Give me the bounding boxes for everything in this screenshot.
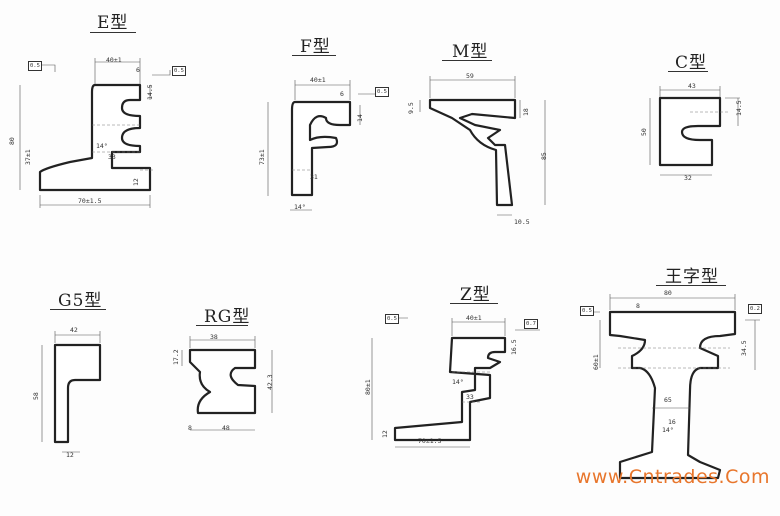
dim-i-8: 8 bbox=[636, 302, 640, 310]
dim-f-14: 14 bbox=[356, 114, 364, 122]
dim-i-14: 14° bbox=[662, 426, 674, 434]
dim-f-73: 73±1 bbox=[258, 149, 266, 165]
dim-e-14: 14° bbox=[96, 142, 108, 150]
tol-box-i-2: 0.2 bbox=[748, 304, 762, 314]
dim-rg-17: 17.2 bbox=[172, 349, 180, 365]
dim-c-50: 50 bbox=[640, 128, 648, 136]
dim-m-9: 9.5 bbox=[407, 102, 415, 114]
title-i: 王字型 bbox=[665, 267, 719, 287]
title-e: E型 bbox=[97, 13, 129, 33]
dim-m-10-5: 10.5 bbox=[514, 218, 530, 226]
dim-c-14-5: 14.5 bbox=[735, 100, 743, 116]
dim-i-80: 80 bbox=[664, 289, 672, 297]
dim-z-14: 14° bbox=[452, 378, 464, 386]
dim-e-base: 70±1.5 bbox=[78, 197, 102, 205]
dim-g5-12: 12 bbox=[66, 451, 74, 459]
dim-i-34: 34.5 bbox=[740, 340, 748, 356]
profile-m bbox=[419, 76, 546, 216]
tol-box-e-1: 0.5 bbox=[28, 61, 42, 71]
dim-m-59: 59 bbox=[466, 72, 474, 80]
dim-rg-48: 48 bbox=[222, 424, 230, 432]
dim-m-18: 18 bbox=[522, 108, 530, 116]
title-f: F型 bbox=[300, 37, 331, 57]
dim-e-12: 12 bbox=[132, 178, 140, 186]
dim-z-12: 12 bbox=[381, 430, 389, 438]
watermark: www.Cntrades.Com bbox=[575, 466, 770, 488]
title-e-underline bbox=[90, 32, 136, 33]
title-z: Z型 bbox=[460, 285, 491, 305]
dim-f-14b: 14° bbox=[294, 203, 306, 211]
dim-rg-42: 42.3 bbox=[266, 374, 274, 390]
dim-z-80: 80±1 bbox=[364, 379, 372, 395]
dim-z-33: 33 bbox=[466, 393, 474, 401]
title-m: M型 bbox=[452, 42, 489, 62]
dim-e-33: 33 bbox=[108, 153, 116, 161]
title-g5-underline bbox=[50, 309, 106, 310]
dim-rg-38: 38 bbox=[210, 333, 218, 341]
dim-z-16: 16.5 bbox=[510, 339, 518, 355]
title-rg-underline bbox=[196, 325, 248, 326]
profile-g5 bbox=[41, 331, 102, 453]
profile-rg bbox=[181, 336, 273, 431]
profile-e bbox=[19, 58, 171, 208]
title-z-underline bbox=[450, 303, 498, 304]
profile-f bbox=[267, 80, 375, 211]
dim-i-60: 60±1 bbox=[592, 354, 600, 370]
dim-c-43: 43 bbox=[688, 82, 696, 90]
tol-box-f: 0.5 bbox=[375, 87, 389, 97]
dim-e-14-5: 14.5 bbox=[146, 84, 154, 100]
dim-f-width: 40±1 bbox=[310, 76, 326, 84]
dim-i-16: 16 bbox=[668, 418, 676, 426]
tol-box-i-1: 0.5 bbox=[580, 306, 594, 316]
dim-e-37: 37±1 bbox=[24, 149, 32, 165]
dim-g5-58: 58 bbox=[32, 392, 40, 400]
title-c: C型 bbox=[675, 53, 708, 73]
tol-box-z-1: 0.5 bbox=[385, 314, 399, 324]
dim-f-31: 31 bbox=[310, 173, 318, 181]
dim-e-6: 6 bbox=[136, 66, 140, 74]
dim-e-80: 80 bbox=[8, 137, 16, 145]
title-c-underline bbox=[668, 71, 708, 72]
title-g5: G5型 bbox=[58, 291, 103, 311]
dim-i-65: 65 bbox=[664, 396, 672, 404]
dim-c-32: 32 bbox=[684, 174, 692, 182]
tol-box-e-2: 0.5 bbox=[172, 66, 186, 76]
title-m-underline bbox=[442, 60, 492, 61]
dim-e-width: 40±1 bbox=[106, 56, 122, 64]
profile-c bbox=[649, 86, 740, 176]
dim-z-base: 70±1.5 bbox=[418, 437, 442, 445]
dim-m-85: 85 bbox=[540, 152, 548, 160]
profile-i bbox=[580, 294, 760, 480]
title-rg: RG型 bbox=[204, 307, 251, 327]
dim-z-width: 40±1 bbox=[466, 314, 482, 322]
tol-box-z-2: 0.7 bbox=[524, 319, 538, 329]
profile-z bbox=[371, 317, 540, 448]
title-f-underline bbox=[292, 55, 336, 56]
dim-f-6: 6 bbox=[340, 90, 344, 98]
dim-g5-42: 42 bbox=[70, 326, 78, 334]
title-i-underline bbox=[656, 285, 726, 286]
dim-rg-8: 8 bbox=[188, 424, 192, 432]
